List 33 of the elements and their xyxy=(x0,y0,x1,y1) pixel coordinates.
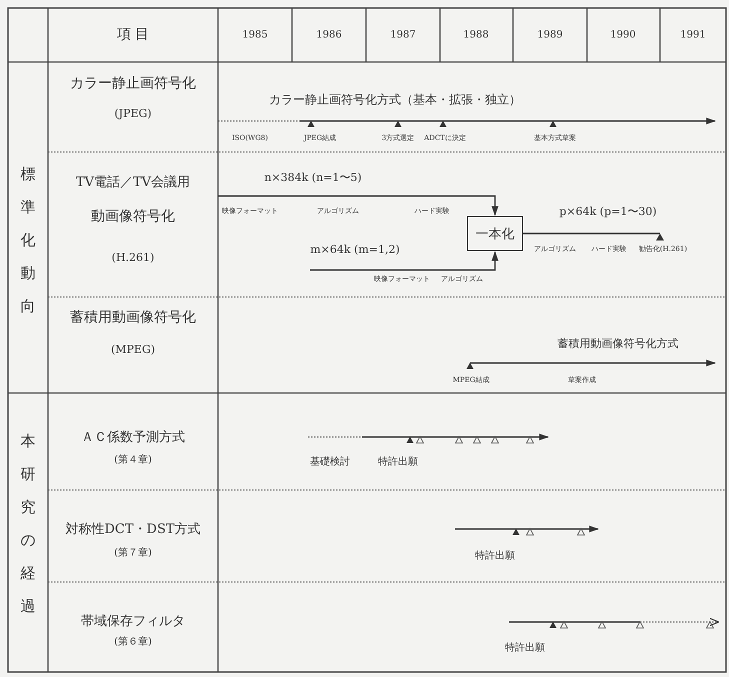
row-heading: カラー静止画符号化 xyxy=(70,76,196,92)
row-heading: 対称性DCT・DST方式 xyxy=(65,522,201,538)
year-heading: 1985 xyxy=(242,30,268,40)
row-heading: (第６章) xyxy=(114,636,152,648)
year-heading: 1989 xyxy=(537,30,563,40)
row-heading: (第７章) xyxy=(114,548,152,558)
edge-label: m×64k (m=1,2) xyxy=(308,244,402,256)
process-box: 一本化 xyxy=(467,216,523,251)
year-heading: 1987 xyxy=(390,30,416,40)
timeline-label: 蓄積用動画像符号化方式 xyxy=(558,338,678,350)
milestone-label: 特許出願 xyxy=(505,642,545,654)
year-heading: 1990 xyxy=(610,30,636,40)
timeline-label: カラー静止画符号化方式（基本・拡張・独立） xyxy=(269,93,521,107)
year-heading: 1988 xyxy=(463,30,489,40)
year-heading: 1991 xyxy=(680,30,706,40)
row-heading: 蓄積用動画像符号化 xyxy=(70,310,196,326)
edge-label: p×64k (p=1〜30) xyxy=(557,206,659,218)
row-heading: (第４章) xyxy=(114,454,152,466)
milestone-label: 特許出願 xyxy=(475,550,515,562)
row-heading: 帯域保存フィルタ xyxy=(81,614,185,630)
section-heading: 標準化動向 xyxy=(20,164,36,317)
row-heading: 動画像符号化 xyxy=(91,209,175,225)
row-heading: (H.261) xyxy=(112,252,154,264)
section-heading: 本研究の経過 xyxy=(20,431,36,617)
edge-label: n×384k (n=1〜5) xyxy=(262,172,364,184)
row-heading: ＡＣ係数予測方式 xyxy=(81,430,185,446)
year-heading: 1986 xyxy=(316,30,342,40)
row-heading: (MPEG) xyxy=(110,344,156,356)
milestone-label: 特許出願 xyxy=(378,456,418,468)
row-heading: TV電話／TV会議用 xyxy=(76,176,190,190)
row-heading: (JPEG) xyxy=(114,108,152,120)
column-heading: 項 目 xyxy=(116,27,150,43)
milestone-label: 基礎検討 xyxy=(310,456,350,468)
